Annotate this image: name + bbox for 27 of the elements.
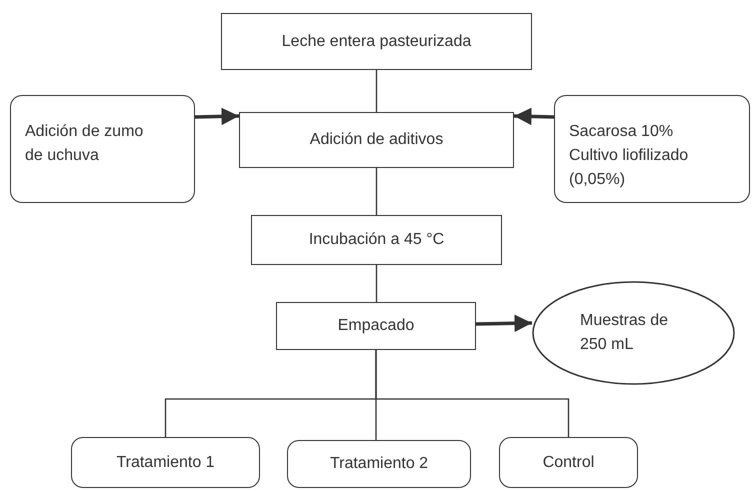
step-text: Tratamiento 2 [330,454,428,474]
input-box [554,95,750,203]
step-text: Control [542,452,594,472]
input-box [10,95,195,203]
arrow [194,108,240,126]
connector-line [376,168,378,215]
step-text: Leche entera pasteurizada [282,32,472,50]
step-text: Incubación a 45 °C [308,231,444,249]
connector-line [375,350,570,437]
step-text: Adición de zumo de uchuva [25,122,144,166]
step-text: Adición de aditivos [310,131,444,149]
process-box [251,215,502,265]
connector-line [376,70,378,112]
result-box [287,440,471,488]
step-text: Empacado [338,317,414,335]
arrow [476,314,532,332]
result-box [71,437,260,488]
process-box [239,112,514,168]
result-box [499,437,638,488]
process-box [221,13,532,70]
arrow [514,108,554,126]
process-box [276,302,476,350]
step-text: Tratamiento 1 [116,452,215,472]
output-ellipse [532,281,735,385]
step-text: Muestras de 250 mL [580,311,670,355]
step-text: Sacarosa 10% Cultivo liofilizado (0,05%) [569,122,690,190]
connector-line [376,265,378,302]
